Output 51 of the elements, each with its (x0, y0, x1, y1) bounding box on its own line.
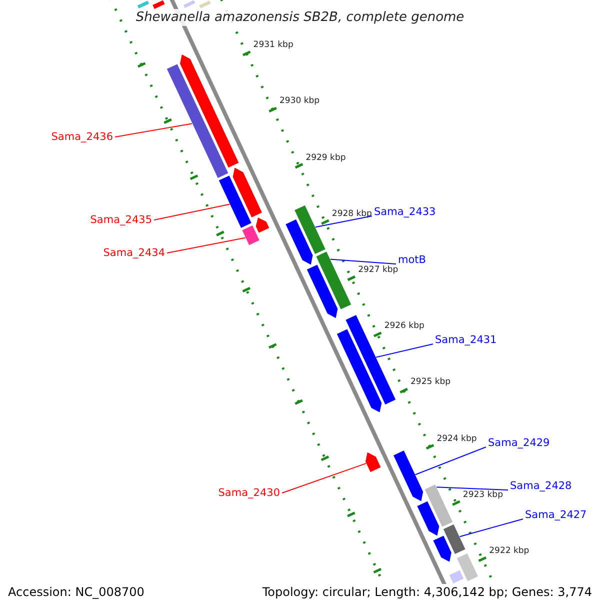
tick-label: 2925 kbp (410, 377, 451, 388)
leader-line (282, 462, 367, 494)
gene-feature (241, 224, 260, 246)
tick-label: 2931 kbp (253, 40, 294, 50)
tick-label: 2928 kbp (332, 208, 372, 219)
gene-feature (218, 174, 252, 229)
gene-feature (336, 328, 382, 414)
gene-feature (294, 204, 326, 255)
gene-feature (456, 552, 479, 582)
gene-feature (166, 63, 229, 179)
leader-line (314, 216, 372, 228)
gene-feature (179, 54, 240, 168)
gene-feature (424, 484, 454, 528)
map-title: Shewanella amazonensis SB2B, complete genome (136, 9, 464, 26)
tick-label: 2924 kbp (436, 434, 477, 444)
tick-label: 2930 kbp (280, 96, 320, 106)
gene-label: Sama_2428 (510, 480, 572, 492)
tick-label: 2929 kbp (306, 152, 346, 163)
gene-label: Sama_2431 (435, 334, 497, 346)
tick-label: 2923 kbp (462, 490, 503, 500)
leader-line (166, 237, 246, 254)
leader-line (414, 446, 486, 476)
gene-label: Sama_2427 (525, 509, 587, 521)
gene-label: Sama_2435 (90, 214, 152, 226)
gene-feature (416, 500, 440, 537)
gene-feature (432, 534, 452, 563)
gene-label: Sama_2434 (103, 247, 165, 259)
tick-label: 2926 kbp (384, 321, 424, 332)
tick-label: 2922 kbp (489, 546, 530, 556)
leader-line (330, 258, 396, 264)
gene-label: Sama_2436 (51, 131, 113, 143)
gene-feature (392, 450, 424, 502)
gene-feature (255, 216, 270, 234)
gene-feature (364, 451, 382, 473)
gene-feature (442, 524, 466, 555)
gene-label: Sama_2429 (488, 437, 550, 449)
genome-stats-note: Topology: circular; Length: 4,306,142 bp; Genes: 3,774 (262, 584, 592, 600)
gene-feature (232, 166, 263, 218)
gene-feature (284, 218, 314, 266)
gene-label: Sama_2433 (374, 206, 436, 218)
leader-line (154, 204, 230, 220)
leader-line (459, 518, 524, 538)
gene-label: Sama_2430 (218, 487, 280, 499)
gene-label: motB (398, 254, 426, 266)
gene-feature (315, 250, 352, 310)
tick-label: 2927 kbp (358, 264, 398, 275)
accession-note: Accession: NC_008700 (8, 584, 144, 600)
leader-line (376, 344, 434, 358)
gene-feature (306, 264, 338, 319)
leader-line (436, 486, 508, 490)
leader-line (114, 123, 193, 138)
